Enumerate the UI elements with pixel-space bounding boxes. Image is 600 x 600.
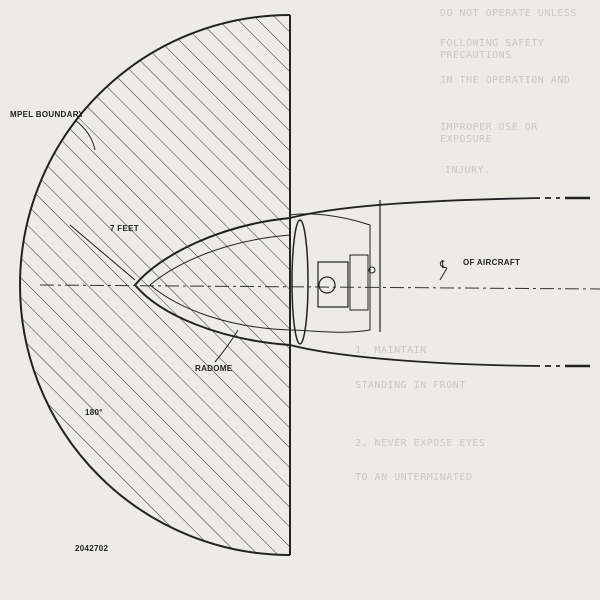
bleed-text: IN THE OPERATION AND (440, 75, 571, 86)
angle-label: 180° (85, 408, 103, 417)
bleed-text: TO AN UNTERMINATED (355, 472, 473, 483)
distance-label: 7 FEET (110, 224, 139, 233)
bleed-text: IMPROPER USE OR EXPOSURE (440, 122, 538, 145)
centerline-label: OF AIRCRAFT (463, 258, 521, 267)
hazard-zone (19, 14, 291, 556)
centerline-symbol: ℄ (439, 258, 447, 271)
aircraft-outline (133, 196, 590, 368)
radome-label: RADOME (195, 364, 233, 373)
bleed-text: INJURY. (445, 165, 491, 176)
radome (133, 217, 291, 346)
bleed-text: 2. NEVER EXPOSE EYES (355, 438, 486, 449)
bleed-text: 1. MAINTAIN (355, 345, 427, 356)
figure-number: 2042702 (75, 544, 109, 553)
mpel-boundary-label: MPEL BOUNDARY (10, 110, 85, 119)
leader-lines (69, 119, 448, 363)
bleed-text: DO NOT OPERATE UNLESS (440, 8, 577, 19)
aircraft-centerline (39, 284, 600, 290)
bleed-text: STANDING IN FRONT (355, 380, 466, 391)
bleed-text: FOLLOWING SAFETY PRECAUTIONS (440, 38, 545, 61)
